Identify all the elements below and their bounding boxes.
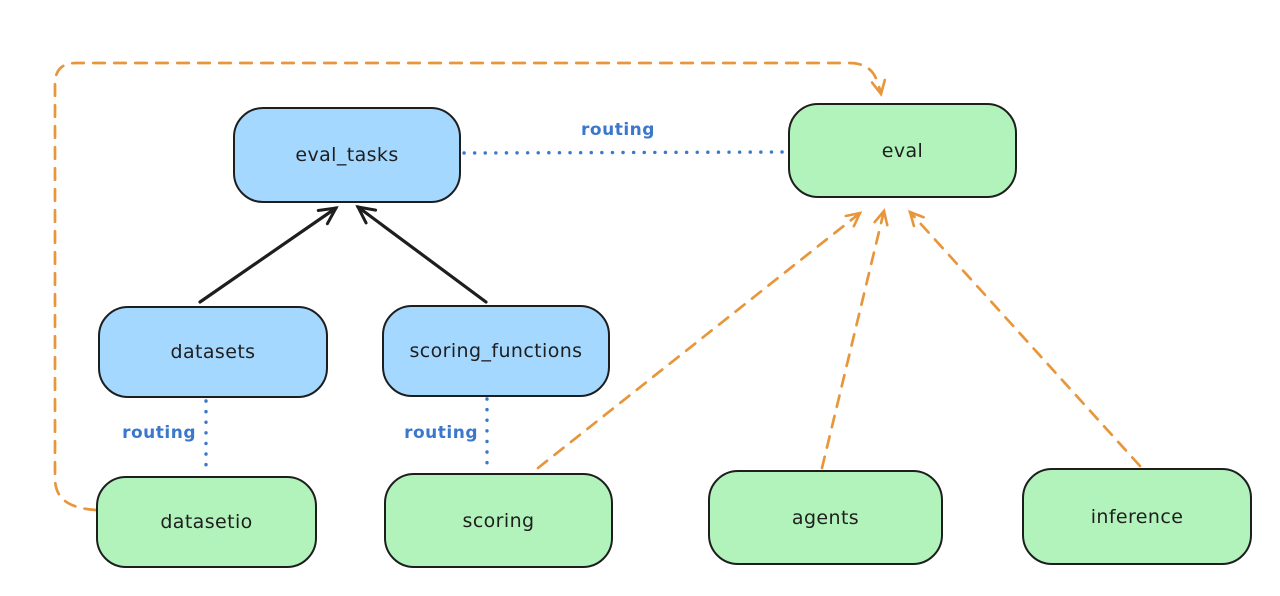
node-eval-label: eval — [881, 139, 924, 162]
edge-label-routing-eval-tasks-eval: routing — [581, 120, 655, 140]
edge-label-routing-scoring-functions-scoring: routing — [404, 423, 478, 443]
node-inference-label: inference — [1090, 505, 1184, 528]
node-datasetio-label: datasetio — [160, 511, 253, 533]
edge-label-routing-datasets-datasetio: routing — [122, 423, 196, 443]
dashed-arrow-agents-to-eval — [820, 208, 889, 470]
node-agents-label: agents — [791, 506, 860, 529]
node-datasets: datasets — [98, 306, 328, 398]
dashed-arrow-inference-to-eval — [908, 209, 1142, 468]
node-eval: eval — [788, 103, 1017, 198]
node-inference: inference — [1022, 468, 1252, 565]
arrow-scoring-functions-to-eval-tasks — [355, 205, 488, 304]
node-scoring-functions: scoring_functions — [382, 305, 610, 397]
node-eval-tasks: eval_tasks — [233, 107, 461, 203]
node-eval-tasks-label: eval_tasks — [295, 144, 399, 166]
dashed-arrow-scoring-to-eval — [536, 211, 863, 470]
node-scoring-label: scoring — [462, 509, 535, 532]
arrow-datasets-to-eval-tasks — [198, 206, 339, 304]
node-datasetio: datasetio — [96, 476, 317, 568]
node-scoring: scoring — [384, 473, 613, 568]
node-agents: agents — [708, 470, 943, 565]
dashed-arrow-datasetio-to-eval — [53, 61, 887, 512]
node-scoring-functions-label: scoring_functions — [409, 340, 583, 362]
dotted-line-eval-tasks-to-eval — [462, 150, 788, 155]
node-datasets-label: datasets — [170, 341, 256, 363]
